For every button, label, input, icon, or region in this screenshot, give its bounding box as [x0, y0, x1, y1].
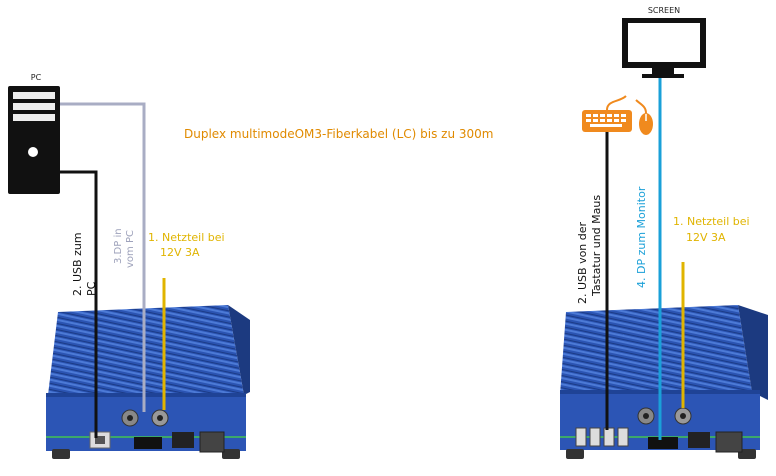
mouse-icon: [635, 99, 653, 135]
svg-text:vom PC: vom PC: [125, 230, 136, 268]
svg-text:2. USB von der: 2. USB von der: [576, 221, 589, 304]
tx-psu-label-1: 1. Netzteil bei: [148, 231, 225, 244]
pc-label: PC: [31, 73, 42, 82]
tx-dp-cable: [60, 102, 146, 412]
svg-text:3.DP in: 3.DP in: [113, 228, 124, 264]
tx-psu-label-2: 12V 3A: [160, 246, 200, 259]
rx-psu-label-1: 1. Netzteil bei: [673, 215, 750, 228]
rx-dp-label: 4. DP zum Monitor: [635, 186, 648, 288]
fiber-cable-label: Duplex multimodeOM3-Fiberkabel (LC) bis …: [184, 127, 493, 141]
keyboard-icon: [582, 95, 632, 132]
pc-icon: [8, 86, 60, 194]
svg-text:4. DP zum Monitor: 4. DP zum Monitor: [635, 186, 648, 288]
rx-usb-label: 2. USB von der Tastatur und Maus: [576, 195, 603, 304]
rx-psu-label-2: 12V 3A: [686, 231, 726, 244]
svg-text:2. USB zum: 2. USB zum: [71, 232, 84, 296]
svg-text:Tastatur und Maus: Tastatur und Maus: [590, 195, 603, 297]
tx-usb-label: 2. USB zum PC: [71, 232, 98, 296]
screen-label: SCREEN: [648, 6, 680, 15]
tx-usb-cable: [60, 170, 98, 438]
tx-dp-label: 3.DP in vom PC: [113, 228, 136, 268]
monitor-icon: [622, 18, 706, 78]
transmitter-device: [46, 305, 250, 459]
receiver-device: [560, 305, 768, 459]
svg-text:PC: PC: [85, 281, 98, 296]
